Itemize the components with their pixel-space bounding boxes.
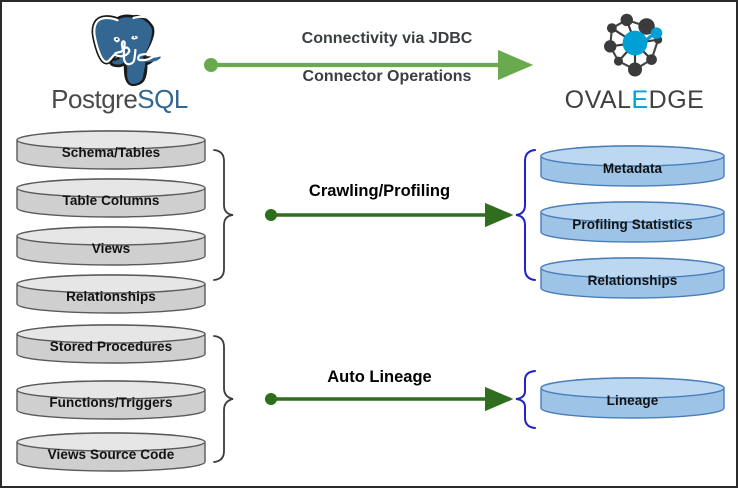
brace-target-lineage-results xyxy=(515,370,536,429)
connector-start-dot xyxy=(265,209,277,221)
source-cylinder-views: Views xyxy=(16,226,206,266)
cylinder-shape xyxy=(16,226,206,266)
cylinder-label: Relationships xyxy=(66,289,156,304)
connection-label-crawling: Crawling/Profiling xyxy=(308,182,451,200)
ovaledge-network-graph-icon xyxy=(603,13,662,77)
cylinder-shape xyxy=(540,377,725,419)
postgresql-wordmark: PostgreSQL xyxy=(32,86,207,112)
cylinder-shape xyxy=(16,324,206,364)
postgresql-wordmark-part1: Postgre xyxy=(51,84,138,114)
target-cylinder-lineage: Lineage xyxy=(540,377,725,419)
cylinder-label: Functions/Triggers xyxy=(49,395,173,410)
cylinder-label: Lineage xyxy=(606,393,659,408)
postgresql-elephant-icon xyxy=(91,14,161,87)
cylinder-label: Stored Procedures xyxy=(49,339,173,354)
cylinder-label: Table Columns xyxy=(62,193,160,208)
source-cylinder-stored-procedures: Stored Procedures xyxy=(16,324,206,364)
ovaledge-wordmark: OVALEDGE xyxy=(542,88,727,113)
brace-target-crawl-results xyxy=(515,149,536,281)
connection-label-auto-lineage: Auto Lineage xyxy=(327,368,432,386)
ovaledge-wordmark-part1: OVAL xyxy=(564,86,632,114)
source-cylinder-functions-triggers: Functions/Triggers xyxy=(16,380,206,420)
postgresql-wordmark-part2: SQL xyxy=(137,84,188,114)
source-cylinder-table-columns: Table Columns xyxy=(16,178,206,218)
ovaledge-wordmark-part3: DGE xyxy=(648,86,705,114)
cylinder-label: Profiling Statistics xyxy=(572,217,693,232)
connector-start-dot xyxy=(265,393,277,405)
cylinder-label: Schema/Tables xyxy=(61,145,161,160)
source-cylinder-views-source-code: Views Source Code xyxy=(16,432,206,472)
ovaledge-wordmark-part2: E xyxy=(631,86,649,114)
cylinder-shape xyxy=(16,130,206,170)
target-cylinder-metadata: Metadata xyxy=(540,145,725,187)
brace-source-metadata-objects xyxy=(213,149,234,281)
target-cylinder-profiling-statistics: Profiling Statistics xyxy=(540,201,725,243)
connector-auto-lineage xyxy=(265,386,514,412)
cylinder-shape xyxy=(16,432,206,472)
target-cylinder-relationships: Relationships xyxy=(540,257,725,299)
connection-label-jdbc-top: Connectivity via JDBC xyxy=(301,30,473,47)
cylinder-label: Relationships xyxy=(587,273,678,288)
cylinder-shape xyxy=(16,178,206,218)
source-cylinder-schema-tables: Schema/Tables xyxy=(16,130,206,170)
cylinder-label: Views Source Code xyxy=(47,447,175,462)
connection-label-jdbc-bottom: Connector Operations xyxy=(302,68,472,85)
brace-source-code-objects xyxy=(213,335,234,463)
cylinder-shape xyxy=(16,380,206,420)
postgresql-logo: PostgreSQL xyxy=(32,10,207,112)
source-cylinder-relationships: Relationships xyxy=(16,274,206,314)
cylinder-shape xyxy=(540,201,725,243)
cylinder-label: Views xyxy=(91,241,131,256)
cylinder-shape xyxy=(540,257,725,299)
ovaledge-logo: OVALEDGE xyxy=(542,10,727,113)
cylinder-label: Metadata xyxy=(602,161,663,176)
cylinder-shape xyxy=(16,274,206,314)
connector-crawling xyxy=(265,202,514,228)
cylinder-shape xyxy=(540,145,725,187)
